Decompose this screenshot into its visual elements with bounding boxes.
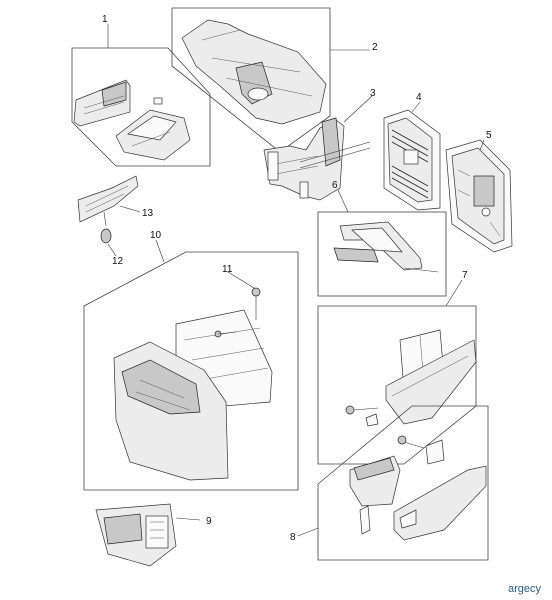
callout-1: 1	[102, 14, 108, 25]
callout-5: 5	[486, 130, 492, 141]
part-10-assembly	[83, 251, 299, 491]
leader-lines	[107, 24, 485, 537]
callout-3: 3	[370, 88, 376, 99]
part-7-assembly	[317, 305, 477, 465]
callout-9: 9	[206, 516, 212, 527]
part-5-cover	[445, 139, 513, 253]
part-4-panel	[383, 109, 441, 211]
watermark-text: argecy	[508, 583, 542, 595]
part-2-assembly	[171, 7, 331, 153]
part-3-assembly	[263, 117, 371, 201]
callout-2: 2	[372, 42, 378, 53]
part-9-control-panel	[95, 503, 201, 567]
callout-10: 10	[150, 230, 162, 241]
part-12-spring	[100, 211, 112, 244]
part-13-bracket	[77, 175, 141, 223]
part-6-assembly	[317, 211, 447, 297]
callout-12: 12	[112, 256, 124, 267]
callout-11: 11	[222, 264, 233, 275]
part-1-assembly	[71, 47, 211, 167]
callout-13: 13	[142, 208, 154, 219]
callout-8: 8	[290, 532, 296, 543]
callout-7: 7	[462, 270, 468, 281]
callout-4: 4	[416, 92, 422, 103]
part-8-assembly	[317, 405, 489, 561]
callout-6: 6	[332, 180, 338, 191]
